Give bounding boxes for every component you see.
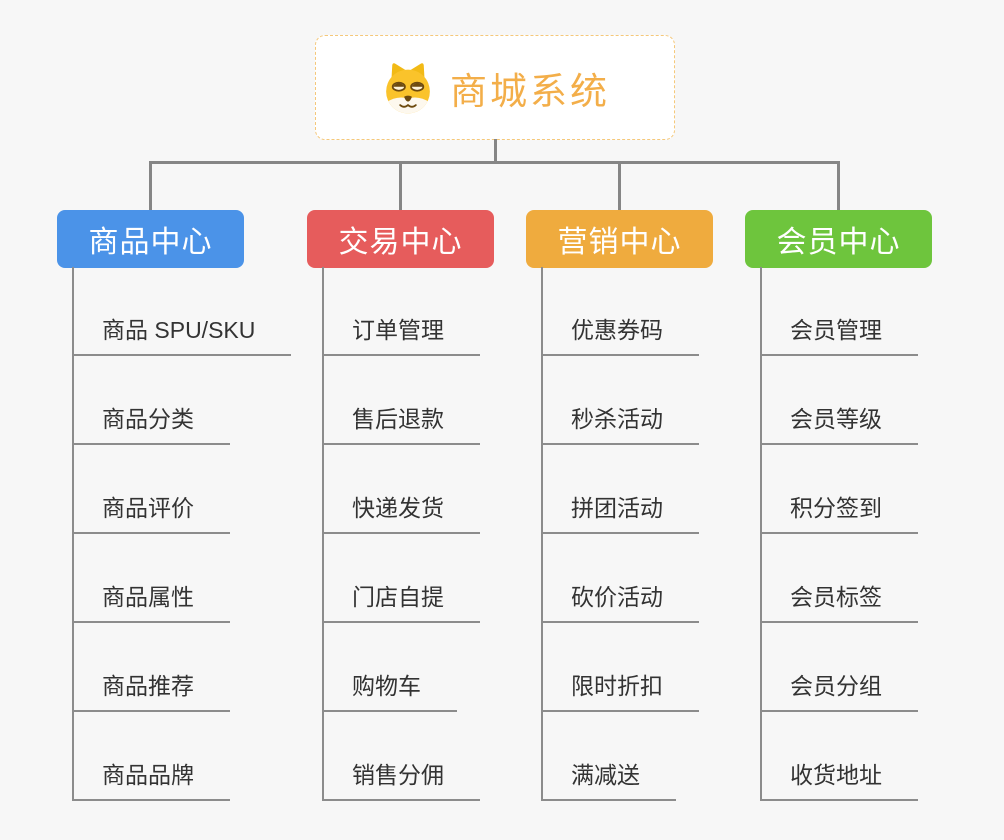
connector-drop-marketing [618,161,621,210]
leaf-order-management[interactable]: 订单管理 [324,316,480,356]
leaf-member-management[interactable]: 会员管理 [762,316,918,356]
leaf-product-recommend[interactable]: 商品推荐 [74,672,230,712]
branch-box-trade[interactable]: 交易中心 [307,210,494,268]
leaf-time-discount[interactable]: 限时折扣 [543,672,699,712]
leaf-group-buy[interactable]: 拼团活动 [543,494,699,534]
leaf-bargain[interactable]: 砍价活动 [543,583,699,623]
dog-icon [386,62,430,113]
leaf-member-groups[interactable]: 会员分组 [762,672,918,712]
connector-bus [149,161,840,164]
branch-box-products[interactable]: 商品中心 [57,210,244,268]
leaf-member-tags[interactable]: 会员标签 [762,583,918,623]
leaf-product-review[interactable]: 商品评价 [74,494,230,534]
branch-column-products: 商品 SPU/SKU 商品分类 商品评价 商品属性 商品推荐 商品品牌 [72,267,292,801]
leaf-product-spu-sku[interactable]: 商品 SPU/SKU [74,316,292,356]
leaf-product-brand[interactable]: 商品品牌 [74,761,230,801]
leaf-store-pickup[interactable]: 门店自提 [324,583,480,623]
connector-root-trunk [494,139,497,163]
leaf-shipping-address[interactable]: 收货地址 [762,761,918,801]
leaf-flash-sale[interactable]: 秒杀活动 [543,405,699,445]
leaf-after-sale-refund[interactable]: 售后退款 [324,405,480,445]
leaf-express-delivery[interactable]: 快递发货 [324,494,480,534]
branch-column-members: 会员管理 会员等级 积分签到 会员标签 会员分组 收货地址 [760,267,918,801]
branch-box-members[interactable]: 会员中心 [745,210,932,268]
branch-column-trade: 订单管理 售后退款 快递发货 门店自提 购物车 销售分佣 [322,267,480,801]
branch-column-marketing: 优惠券码 秒杀活动 拼团活动 砍价活动 限时折扣 满减送 [541,267,699,801]
leaf-points-checkin[interactable]: 积分签到 [762,494,918,534]
connector-drop-trade [399,161,402,210]
leaf-coupon-code[interactable]: 优惠券码 [543,316,699,356]
leaf-shopping-cart[interactable]: 购物车 [324,672,457,712]
leaf-member-level[interactable]: 会员等级 [762,405,918,445]
connector-drop-products [149,161,152,210]
connector-drop-members [837,161,840,210]
leaf-product-category[interactable]: 商品分类 [74,405,230,445]
leaf-product-attribute[interactable]: 商品属性 [74,583,230,623]
root-node[interactable]: 商城系统 [315,35,675,140]
branch-box-marketing[interactable]: 营销中心 [526,210,713,268]
root-title: 商城系统 [450,70,610,112]
leaf-spend-and-save[interactable]: 满减送 [543,761,676,801]
leaf-sales-commission[interactable]: 销售分佣 [324,761,480,801]
